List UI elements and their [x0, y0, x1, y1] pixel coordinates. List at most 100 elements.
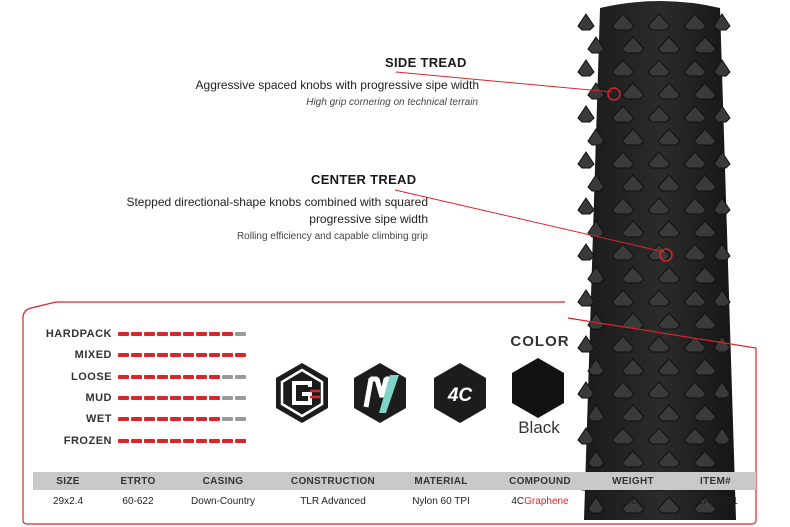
- terrain-label: WET: [86, 413, 112, 426]
- tread-knob: [611, 289, 635, 307]
- rating-segment-filled: [209, 374, 220, 379]
- rating-segment-filled: [144, 353, 155, 358]
- tread-knob: [713, 335, 731, 353]
- rating-segment-filled: [209, 332, 220, 336]
- header-construction: CONSTRUCTION: [273, 472, 393, 490]
- terrain-label: HARDPACK: [45, 328, 112, 340]
- tread-knob: [647, 59, 671, 77]
- tread-knob: [621, 358, 645, 376]
- rating-segment-filled: [131, 395, 142, 400]
- tread-knob: [683, 381, 707, 399]
- cell-material: Nylon 60 TPI: [412, 495, 470, 507]
- rating-segment-filled: [183, 417, 194, 422]
- side-tread-subtext: High grip cornering on technical terrain: [306, 97, 478, 108]
- tread-knob: [657, 312, 681, 330]
- rating-segment-filled: [144, 395, 155, 400]
- tread-knob: [611, 13, 635, 31]
- terrain-rating-bar: [118, 417, 246, 422]
- cell-etrto: 60-622: [122, 495, 154, 507]
- tread-knob: [621, 36, 645, 54]
- tread-knob: [611, 381, 635, 399]
- rating-segment-filled: [196, 353, 207, 358]
- rating-segment-filled: [157, 395, 168, 400]
- rating-segment-filled: [157, 417, 168, 422]
- tread-knob: [657, 404, 681, 422]
- tread-knob: [657, 128, 681, 146]
- rating-segment-filled: [209, 438, 220, 443]
- header-weight: WEIGHT: [591, 472, 675, 490]
- rating-segment-filled: [209, 417, 220, 422]
- tread-knob: [577, 289, 595, 307]
- tread-knob: [693, 36, 717, 54]
- color-name: Black: [518, 418, 560, 437]
- terrain-rating-bar: [118, 374, 246, 379]
- table-header-row: SIZE ETRTO CASING CONSTRUCTION MATERIAL …: [33, 472, 756, 490]
- terrain-row-hardpack: HARDPACK: [36, 327, 246, 341]
- graphene-g-icon: [276, 363, 328, 423]
- tread-knob: [611, 105, 635, 123]
- rating-segment-filled: [131, 374, 142, 379]
- tread-knob: [693, 496, 717, 514]
- rating-segment-filled: [144, 417, 155, 422]
- center-tread-description-line2: progressive sipe width: [309, 212, 428, 226]
- center-tread-marker: [659, 248, 673, 262]
- cell-casing: Down-Country: [191, 495, 255, 507]
- rating-segment-empty: [235, 417, 246, 422]
- terrain-row-mud: MUD: [36, 391, 246, 405]
- tread-knob: [611, 335, 635, 353]
- tread-knob: [647, 381, 671, 399]
- terrain-label: FROZEN: [63, 434, 112, 447]
- tread-knob: [587, 358, 605, 376]
- rating-segment-filled: [196, 417, 207, 422]
- tread-knob: [577, 59, 595, 77]
- rating-segment-filled: [118, 353, 129, 358]
- side-tread-heading: SIDE TREAD: [385, 55, 467, 70]
- tread-knob: [683, 13, 707, 31]
- tread-knob: [577, 105, 595, 123]
- tread-knob: [693, 266, 717, 284]
- rating-segment-filled: [235, 353, 246, 358]
- tread-knob: [683, 427, 707, 445]
- rating-segment-filled: [196, 395, 207, 400]
- tread-knob: [683, 197, 707, 215]
- rating-segment-empty: [235, 332, 246, 336]
- tread-knob: [621, 266, 645, 284]
- tread-knob: [621, 220, 645, 238]
- tread-knob: [647, 289, 671, 307]
- tread-knob: [621, 312, 645, 330]
- rating-segment-filled: [170, 417, 181, 422]
- tread-knob: [587, 266, 605, 284]
- header-etrto: ETRTO: [103, 472, 173, 490]
- rating-segment-filled: [196, 374, 207, 379]
- tread-knob: [621, 128, 645, 146]
- tread-knob: [647, 243, 671, 261]
- tread-knob: [693, 404, 717, 422]
- rating-segment-filled: [131, 438, 142, 443]
- tread-knob: [647, 197, 671, 215]
- rating-segment-filled: [131, 353, 142, 358]
- rating-segment-filled: [157, 438, 168, 443]
- tread-knob: [683, 59, 707, 77]
- 4c-compound-label: 4C: [447, 385, 473, 406]
- rating-segment-empty: [235, 395, 246, 400]
- cell-size: 29x2.4: [52, 495, 84, 507]
- tread-knob: [713, 105, 731, 123]
- tread-knob: [647, 105, 671, 123]
- center-tread-description-line1: Stepped directional-shape knobs combined…: [126, 195, 428, 209]
- tread-knob: [611, 243, 635, 261]
- tread-knobs: [577, 13, 731, 514]
- rating-segment-filled: [222, 353, 233, 358]
- tread-knob: [621, 450, 645, 468]
- tread-knob: [657, 174, 681, 192]
- rating-segment-filled: [222, 438, 233, 443]
- rating-segment-filled: [118, 438, 129, 443]
- tread-knob: [713, 151, 731, 169]
- tire-tread-image: [577, 1, 736, 520]
- rating-segment-filled: [183, 395, 194, 400]
- rating-segment-filled: [170, 353, 181, 358]
- tread-knob: [577, 13, 595, 31]
- terrain-row-mixed: MIXED: [36, 348, 246, 362]
- tread-knob: [587, 174, 605, 192]
- tread-knob: [577, 197, 595, 215]
